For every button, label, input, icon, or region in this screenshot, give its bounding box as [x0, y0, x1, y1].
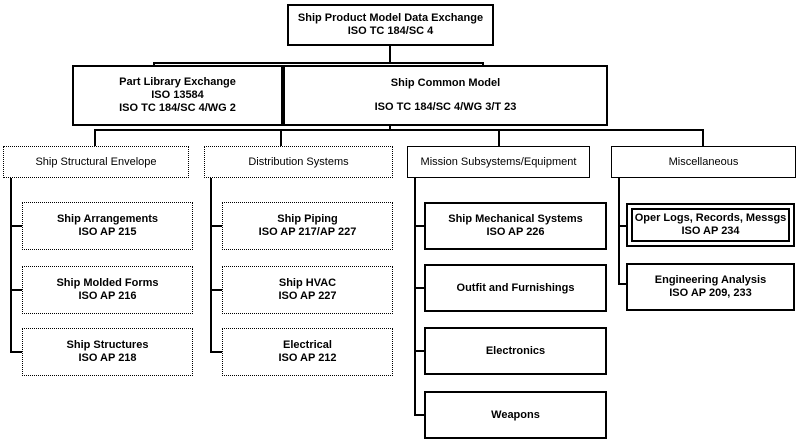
root-standard: ISO TC 184/SC 4 [347, 25, 434, 37]
part-library-title: Part Library Exchange [119, 76, 236, 88]
category-mission: Mission Subsystems/Equipment [407, 146, 590, 178]
item-title: Ship Piping [277, 213, 338, 225]
item-title: Outfit and Furnishings [456, 281, 575, 294]
branch-structural-3 [10, 351, 22, 353]
item-title: Engineering Analysis [654, 274, 767, 286]
connector-to-cat-4 [702, 129, 704, 146]
connector-to-cat-1 [94, 129, 96, 146]
common-model-title: Ship Common Model [390, 77, 501, 90]
root-title: Ship Product Model Data Exchange [297, 12, 484, 24]
category-structural: Ship Structural Envelope [3, 146, 189, 178]
category-structural-label: Ship Structural Envelope [35, 155, 157, 168]
item-title: Ship Structures [66, 339, 149, 351]
category-distribution: Distribution Systems [204, 146, 393, 178]
structural-item-structures: Ship Structures ISO AP 218 [22, 328, 193, 376]
structural-item-molded-forms: Ship Molded Forms ISO AP 216 [22, 266, 193, 314]
connector-to-part-library [153, 62, 155, 65]
item-title: Electronics [485, 344, 546, 357]
category-mission-label: Mission Subsystems/Equipment [420, 155, 577, 168]
item-standard: ISO AP 226 [486, 226, 545, 238]
part-library-iso: ISO 13584 [151, 89, 204, 101]
connector-level3-bar [94, 129, 703, 131]
trunk-distribution [210, 178, 212, 353]
item-title: Ship Mechanical Systems [448, 213, 583, 225]
trunk-misc [618, 178, 620, 284]
connector-root-down [389, 46, 391, 63]
branch-mission-1 [414, 225, 424, 227]
misc-item-engineering: Engineering Analysis ISO AP 209, 233 [626, 263, 795, 311]
category-misc-label: Miscellaneous [668, 155, 739, 168]
item-standard: ISO AP 212 [278, 352, 337, 364]
connector-to-cat-2 [280, 129, 282, 146]
common-model-box: Ship Common Model ISO TC 184/SC 4/WG 3/T… [283, 65, 608, 126]
mission-item-mechanical: Ship Mechanical Systems ISO AP 226 [424, 202, 607, 250]
distribution-item-piping: Ship Piping ISO AP 217/AP 227 [222, 202, 393, 250]
mission-item-outfit: Outfit and Furnishings [424, 264, 607, 312]
branch-distribution-2 [210, 289, 222, 291]
branch-mission-4 [414, 414, 424, 416]
mission-item-weapons: Weapons [424, 391, 607, 439]
distribution-item-electrical: Electrical ISO AP 212 [222, 328, 393, 376]
item-standard: ISO AP 216 [78, 290, 137, 302]
item-standard: ISO AP 215 [78, 226, 137, 238]
branch-misc-1 [618, 225, 626, 227]
branch-misc-2 [618, 283, 626, 285]
part-library-wg: ISO TC 184/SC 4/WG 2 [119, 102, 236, 114]
item-title: Ship Arrangements [56, 213, 159, 225]
item-title: Weapons [491, 408, 540, 421]
structural-item-arrangements: Ship Arrangements ISO AP 215 [22, 202, 193, 250]
mission-item-electronics: Electronics [424, 327, 607, 375]
branch-mission-3 [414, 350, 424, 352]
category-distribution-label: Distribution Systems [248, 155, 349, 168]
trunk-structural [10, 178, 12, 353]
branch-structural-2 [10, 289, 22, 291]
branch-distribution-1 [210, 225, 222, 227]
branch-mission-2 [414, 287, 424, 289]
item-title: Ship Molded Forms [56, 277, 159, 289]
item-standard: ISO AP 217/AP 227 [258, 226, 357, 238]
connector-to-common-model [482, 62, 484, 65]
connector-common-down [389, 126, 391, 130]
distribution-item-hvac: Ship HVAC ISO AP 227 [222, 266, 393, 314]
misc-item-oper-logs-inner: Oper Logs, Records, Messgs ISO AP 234 [631, 208, 790, 242]
item-standard: ISO AP 218 [78, 352, 137, 364]
part-library-box: Part Library Exchange ISO 13584 ISO TC 1… [72, 65, 283, 126]
branch-structural-1 [10, 225, 22, 227]
category-misc: Miscellaneous [611, 146, 796, 178]
branch-distribution-3 [210, 351, 222, 353]
item-standard: ISO AP 227 [278, 290, 337, 302]
item-standard: ISO AP 209, 233 [669, 287, 752, 299]
item-title: Ship HVAC [278, 277, 337, 289]
misc-item-oper-logs: Oper Logs, Records, Messgs ISO AP 234 [626, 203, 795, 247]
item-title: Oper Logs, Records, Messgs [634, 212, 787, 224]
connector-to-cat-3 [498, 129, 500, 146]
item-title: Electrical [283, 339, 332, 351]
item-standard: ISO AP 234 [681, 225, 740, 237]
common-model-wg: ISO TC 184/SC 4/WG 3/T 23 [374, 100, 517, 113]
connector-level2-bar [153, 62, 483, 64]
trunk-mission [414, 178, 416, 415]
root-box: Ship Product Model Data Exchange ISO TC … [287, 4, 494, 46]
